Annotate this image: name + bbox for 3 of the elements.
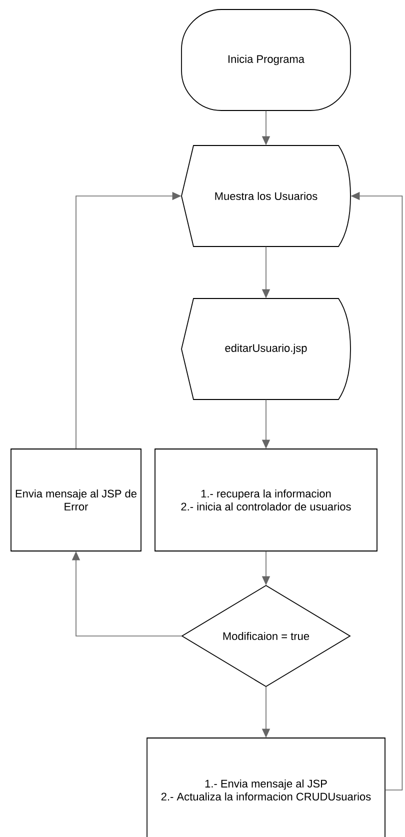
process-box: 1.- recupera la informacion 2.- inicia al controlador de usuarios bbox=[154, 448, 378, 552]
process-box: Envia mensaje al JSP de Error bbox=[10, 448, 142, 552]
process-box: 1.- Envia mensaje al JSP 2.- Actualiza la informacion CRUDUsuarios bbox=[146, 738, 386, 837]
